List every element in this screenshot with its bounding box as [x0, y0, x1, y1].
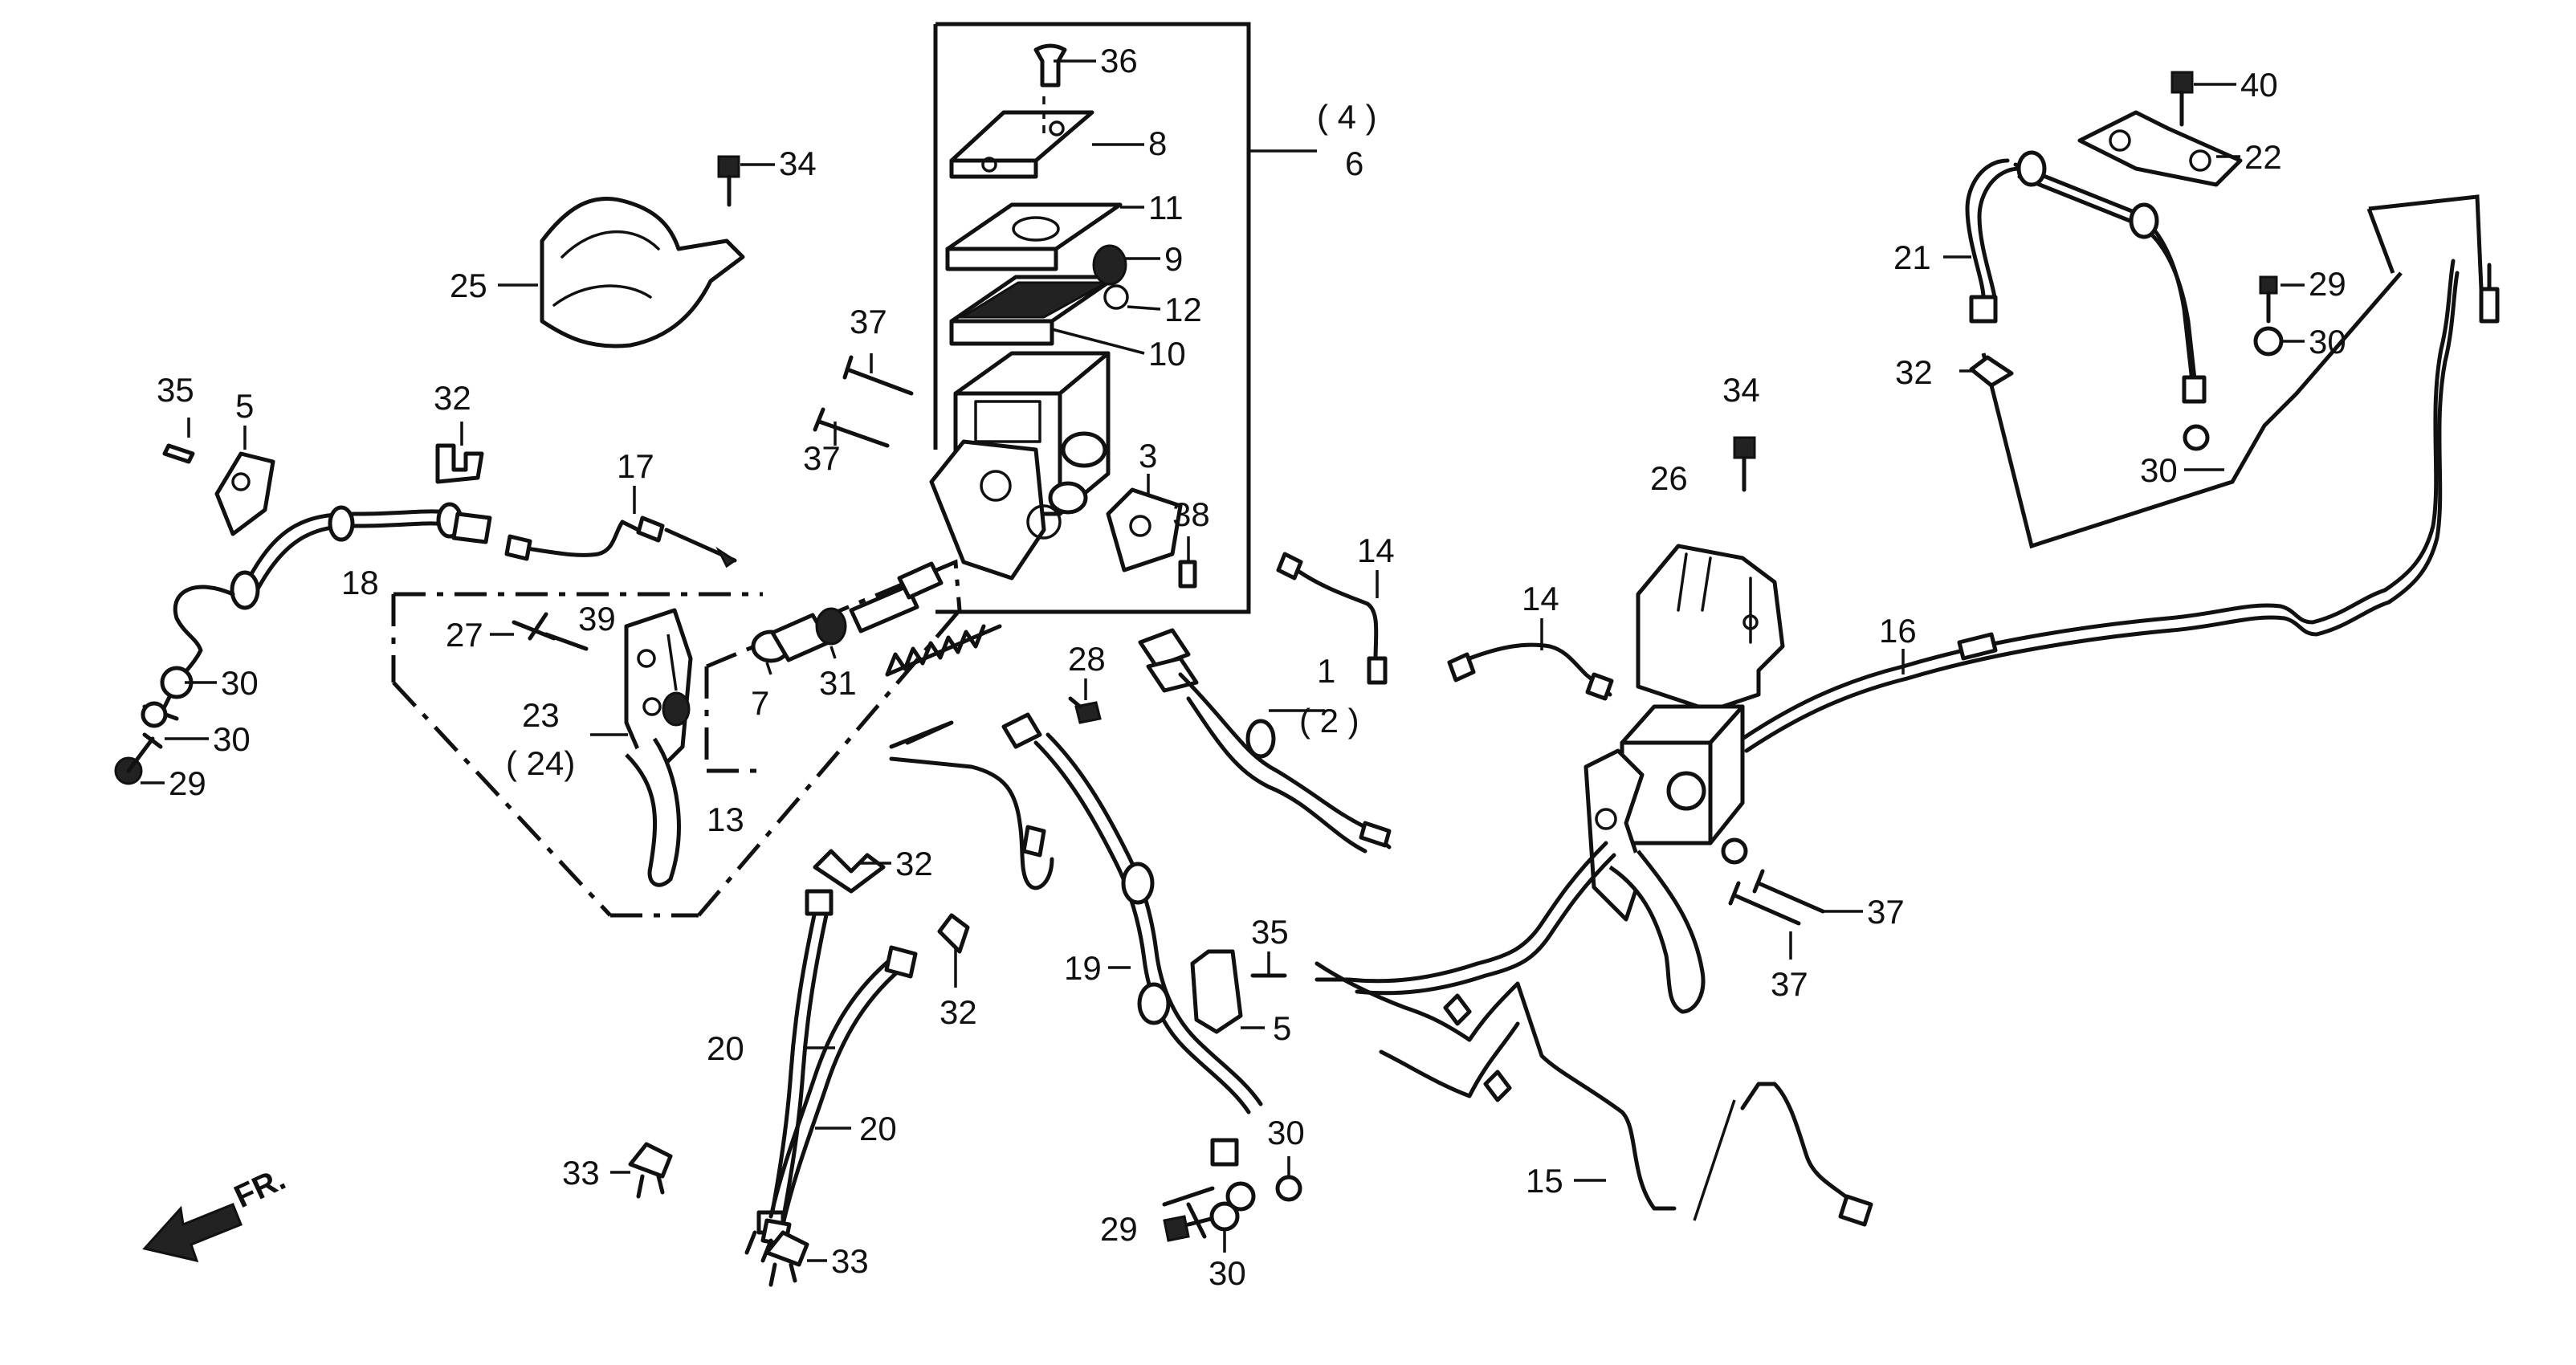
cover-25 — [498, 196, 745, 348]
callout-29-left: 29 — [169, 764, 206, 802]
callout-30-lower-b: 30 — [1209, 1254, 1246, 1292]
callout-36: 36 — [1100, 42, 1138, 79]
callout-37-right-a: 37 — [1867, 893, 1905, 931]
reservoir-cap-stack — [945, 43, 1161, 355]
hose-bracket-22 — [2077, 110, 2243, 187]
brake-pipe-17 — [504, 486, 737, 568]
callout-6: 6 — [1345, 145, 1363, 182]
hose-clips-32-lower — [813, 849, 970, 988]
callout-24: ( 24) — [506, 744, 575, 782]
lever-assembly-outline — [391, 592, 961, 918]
rear-master-cylinder — [1584, 704, 1748, 1014]
callout-18: 18 — [341, 564, 379, 601]
callout-13: 13 — [707, 801, 744, 838]
callout-32-left: 32 — [434, 379, 471, 417]
callout-30-right-b: 30 — [2140, 451, 2178, 489]
callout-37-lower: 37 — [803, 439, 841, 477]
callout-39: 39 — [578, 600, 616, 638]
callout-34-right: 34 — [1722, 371, 1760, 409]
callout-32-lower-a: 32 — [895, 845, 933, 882]
brake-pipe-14-left — [1276, 552, 1388, 685]
callout-15: 15 — [1526, 1162, 1563, 1200]
brake-hose-19 — [1001, 712, 1263, 1239]
banjo-bolt-29-lower — [1163, 1156, 1302, 1253]
callout-35-left: 35 — [157, 371, 194, 409]
callout-21: 21 — [1893, 238, 1931, 276]
rear-brake-hose-21 — [1943, 150, 2210, 451]
callout-33-a: 33 — [562, 1154, 600, 1192]
callout-33-b: 33 — [831, 1242, 869, 1280]
callout-1: 1 — [1317, 652, 1335, 690]
brake-hoses-20 — [744, 889, 918, 1263]
callout-30-lower-a: 30 — [1267, 1114, 1305, 1151]
bolt-28 — [1068, 678, 1102, 724]
callout-7: 7 — [751, 684, 769, 722]
callout-20-a: 20 — [707, 1029, 744, 1067]
clip-32-right — [1959, 355, 2014, 388]
rear-hose-group-outline — [1981, 194, 2484, 549]
master-cylinder-body — [929, 351, 1111, 581]
callout-19: 19 — [1064, 949, 1102, 987]
bolt-34-right — [1733, 436, 1756, 492]
callout-16: 16 — [1879, 612, 1917, 650]
callout-10: 10 — [1148, 335, 1186, 373]
callout-29-right: 29 — [2309, 265, 2346, 303]
callout-37-upper: 37 — [850, 303, 887, 340]
front-brake-lever — [512, 608, 693, 887]
callout-37-right-b: 37 — [1771, 965, 1808, 1003]
callout-32-right: 32 — [1895, 353, 1933, 391]
callout-14-left: 14 — [1357, 532, 1395, 569]
callout-9: 9 — [1164, 240, 1183, 278]
callout-29-lower: 29 — [1100, 1210, 1138, 1248]
callout-11: 11 — [1148, 189, 1184, 226]
callout-28: 28 — [1068, 640, 1106, 678]
brake-switch-bracket — [1106, 474, 1197, 589]
callout-22: 22 — [2244, 138, 2282, 176]
callout-12: 12 — [1164, 291, 1202, 328]
callout-4: ( 4 ) — [1317, 98, 1377, 136]
brake-pipe-16 — [1740, 259, 2500, 753]
bolt-40 — [2170, 71, 2236, 127]
leader-lines-left — [141, 418, 837, 784]
banjo-bolt-29-right — [2253, 275, 2305, 357]
callout-27: 27 — [446, 616, 483, 654]
callout-23: 23 — [522, 696, 560, 734]
callout-labels: 36 8 ( 4 ) 6 11 9 12 10 34 25 37 37 3 38… — [157, 42, 2346, 1292]
switch-wire-small — [889, 720, 1054, 890]
callout-26: 26 — [1650, 459, 1688, 497]
front-direction-arrow-icon: FR. — [142, 1161, 291, 1263]
callout-30-left-b: 30 — [213, 720, 251, 758]
callout-34-left: 34 — [779, 145, 817, 182]
left-brake-hose-18 — [114, 422, 492, 785]
brake-pipe-14-right — [1447, 618, 1614, 701]
bolt-34-left — [717, 155, 775, 207]
hose-clamp-5-lower — [1190, 949, 1287, 1034]
callout-32-lower-b: 32 — [940, 993, 977, 1031]
hose-clips-33 — [610, 1142, 827, 1287]
brake-pipe-15 — [1314, 841, 1873, 1227]
callout-35-lower: 35 — [1251, 913, 1289, 951]
piston-kit — [704, 559, 1002, 773]
mounting-bolts-37-right — [1728, 869, 1863, 960]
callout-40: 40 — [2240, 66, 2278, 104]
front-direction-label: FR. — [229, 1161, 291, 1215]
callout-2: ( 2 ) — [1299, 702, 1359, 740]
callout-31: 31 — [819, 664, 857, 702]
callout-38: 38 — [1172, 495, 1210, 533]
callout-30-right-a: 30 — [2309, 323, 2346, 361]
master-cylinder-group-outline — [933, 22, 1317, 614]
callout-25: 25 — [450, 267, 487, 304]
callout-17: 17 — [617, 447, 654, 485]
cover-26 — [1636, 544, 1785, 713]
callout-5-left: 5 — [235, 387, 254, 425]
callout-20-b: 20 — [859, 1110, 897, 1147]
callout-5-lower: 5 — [1273, 1009, 1291, 1047]
callout-14-right: 14 — [1522, 580, 1559, 617]
mounting-bolts-37 — [813, 353, 914, 448]
callout-3: 3 — [1139, 437, 1157, 475]
callout-8: 8 — [1148, 124, 1167, 162]
brake-switch-wire — [1138, 628, 1392, 854]
callout-30-left-a: 30 — [221, 664, 259, 702]
